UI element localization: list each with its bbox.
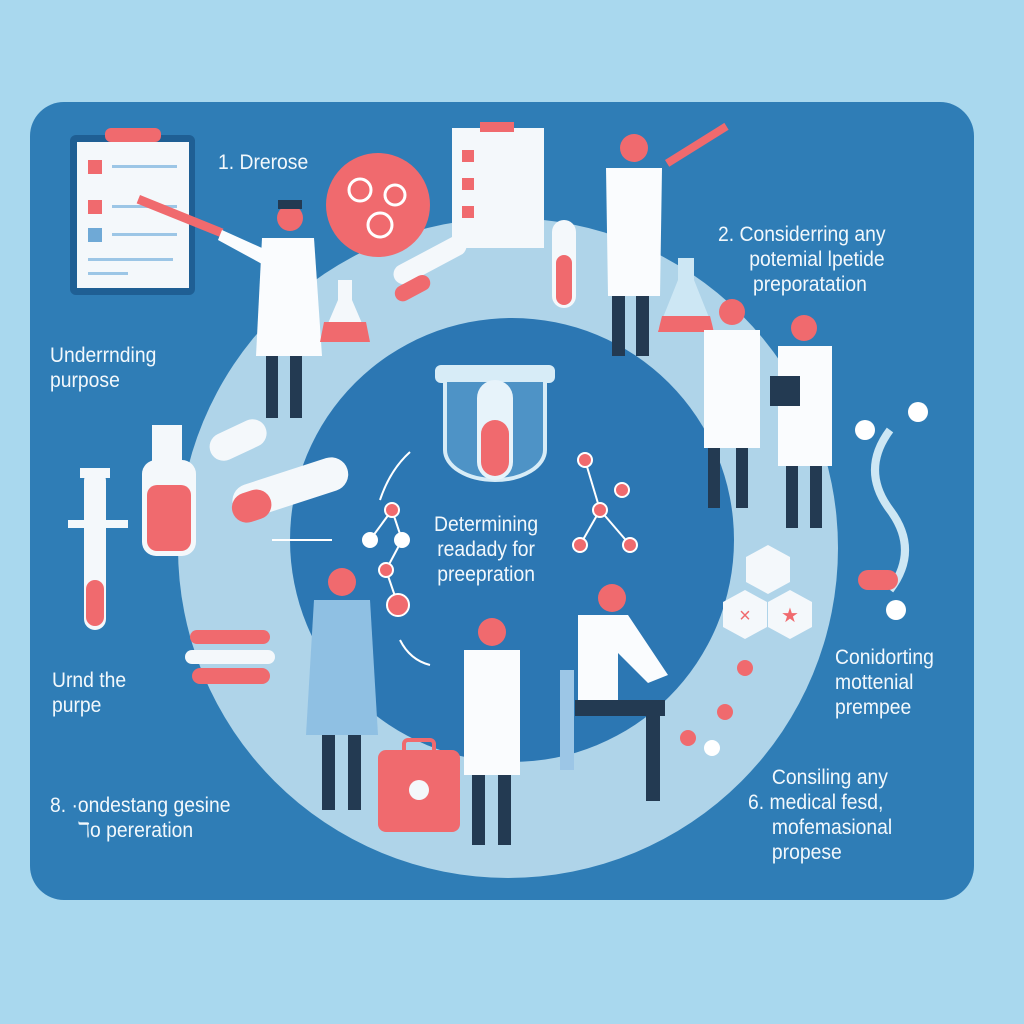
flask-icon bbox=[658, 258, 714, 332]
label-line: ·ondestang gesine bbox=[71, 794, 231, 817]
arrow-icon bbox=[272, 451, 431, 666]
step-number: 1. bbox=[218, 151, 235, 174]
flask-icon bbox=[320, 280, 370, 342]
label-line: propese bbox=[771, 841, 842, 864]
label-line: Consiling any bbox=[771, 766, 888, 789]
checklist-icon bbox=[452, 122, 544, 248]
label-line: medical fesd, bbox=[769, 791, 884, 814]
step-6-label: Consiling any 6. medical fesd,mofemasiona… bbox=[748, 765, 892, 865]
label-line: purpose bbox=[50, 369, 120, 392]
dna-icon bbox=[855, 402, 928, 620]
molecule-icon bbox=[572, 452, 638, 553]
flask-icon bbox=[142, 425, 196, 556]
syringe-icon bbox=[136, 195, 224, 238]
label-line: prempee bbox=[835, 696, 912, 719]
label-line: potemial lpetide bbox=[749, 248, 885, 271]
label-line: readady for bbox=[437, 538, 535, 561]
test-tube-icon bbox=[393, 235, 467, 302]
molecule-icon bbox=[680, 660, 753, 756]
label-line: mofemasional bbox=[771, 816, 893, 839]
label-line: mottenial bbox=[835, 671, 914, 694]
first-aid-kit-icon bbox=[378, 738, 460, 832]
step-1-label: 1. Drerose bbox=[218, 150, 308, 175]
step-number: 8. bbox=[50, 794, 67, 817]
label-line: preepration bbox=[437, 563, 535, 586]
test-tube-icon bbox=[552, 220, 576, 308]
label-line: Underrnding bbox=[50, 344, 157, 367]
label-line: Determining bbox=[434, 513, 539, 536]
svg-text:×: × bbox=[739, 605, 751, 627]
seated-scientist-figure bbox=[560, 584, 668, 801]
scientist-figure bbox=[306, 568, 378, 810]
scientist-figure bbox=[218, 200, 322, 418]
cells-bubble-icon bbox=[326, 153, 430, 257]
beaker-icon bbox=[435, 365, 555, 482]
label-line: preporatation bbox=[752, 273, 867, 296]
label-line: ℸo pereration bbox=[77, 819, 194, 842]
scientist-figure bbox=[606, 122, 729, 356]
label-line: Urnd the bbox=[52, 669, 127, 692]
hexagon-icons: ×★ bbox=[723, 545, 812, 639]
pill-icon bbox=[209, 419, 349, 523]
step-number: 2. bbox=[718, 223, 735, 246]
label-line: purpe bbox=[52, 694, 102, 717]
label-line: Conidorting bbox=[835, 646, 934, 669]
svg-text:★: ★ bbox=[781, 605, 799, 627]
books-icon bbox=[185, 630, 275, 684]
step-number: 6. bbox=[748, 791, 765, 814]
molecule-icon bbox=[362, 502, 410, 617]
clipboard-icon bbox=[70, 128, 195, 295]
test-tube-icon bbox=[68, 468, 128, 630]
scientist-figure bbox=[464, 618, 520, 845]
scientist-figure bbox=[704, 299, 760, 508]
label-line: Considerring any bbox=[739, 223, 886, 246]
step-text: Drerose bbox=[239, 151, 309, 174]
scientist-figure bbox=[770, 315, 832, 528]
